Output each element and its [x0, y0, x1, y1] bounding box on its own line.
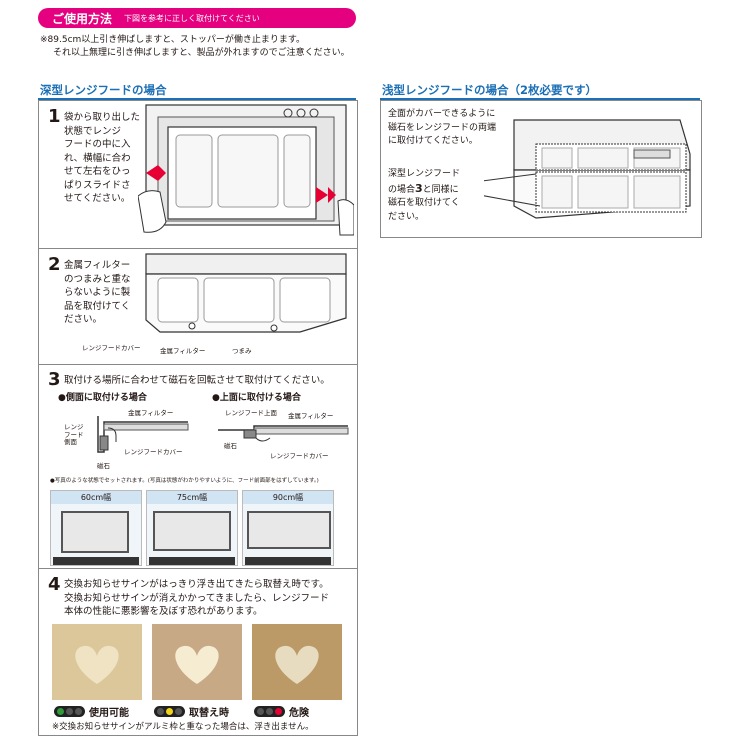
shallow-line: に取付けてください。	[388, 136, 478, 146]
label-metal-filter: 金属フィルター	[160, 347, 206, 355]
photo-75cm: 75cm幅	[146, 490, 238, 566]
width-label-90: 90cm幅	[243, 491, 333, 504]
status-replace: 取替え時	[154, 704, 229, 719]
step-4-text: 交換お知らせサインがはっきり浮き出てきたら取替え時です。 交換お知らせサインが消…	[64, 578, 329, 619]
sign-tile-replace	[152, 624, 242, 700]
shallow-line: 磁石を取付けてく	[388, 198, 460, 208]
top-label-hood-top: レンジフード上面	[225, 409, 277, 417]
photo-note: ●写真のような状態でセットされます。(写真は状態がわかりやすいように、フード前面…	[50, 478, 319, 484]
width-label-75: 75cm幅	[147, 491, 237, 504]
hood-photo	[153, 511, 231, 551]
sign-tile-danger	[252, 624, 342, 700]
shallow-section-rule	[380, 98, 700, 100]
shallow-line: 全面がカバーできるように	[388, 109, 496, 119]
step-1-number: 1	[48, 106, 61, 127]
heart-icon	[175, 645, 219, 684]
step-2-line: らないように製	[64, 287, 131, 298]
signal-icon	[254, 706, 285, 717]
step-2-line: のつまみと重な	[64, 273, 131, 285]
notice: ※89.5cm以上引き伸ばしますと、ストッパーが働き止まります。 それ以上無理に…	[40, 34, 350, 60]
shallow-step-ref: 3	[415, 181, 423, 195]
shallow-illustration	[484, 119, 691, 219]
step-4-line: 交換お知らせサインが消えかかってきましたら、レンジフード	[64, 592, 330, 604]
step-1-line: ぱりスライドさ	[64, 179, 131, 191]
hood-photo	[247, 511, 331, 549]
side-mount-diagram	[97, 416, 189, 453]
step-4-number: 4	[48, 574, 61, 595]
step-1-line: 袋から取り出した	[64, 112, 141, 123]
step-1-line: せてください。	[64, 193, 131, 204]
signal-icon	[54, 706, 85, 717]
side-label-line: フード	[64, 430, 84, 439]
deep-section-rule	[38, 98, 356, 100]
hood-photo-base	[149, 557, 235, 565]
side-mount-title: ●側面に取付ける場合	[58, 393, 147, 403]
step-1-line: フードの中に入	[64, 139, 131, 150]
status-label-usable: 使用可能	[89, 708, 129, 719]
label-knob: つまみ	[232, 347, 252, 355]
step-2-illustration	[145, 253, 347, 333]
width-label-60: 60cm幅	[51, 491, 141, 504]
step-1-illustration	[138, 104, 354, 236]
shallow-line: 深型レンジフード	[388, 169, 461, 179]
photo-60cm: 60cm幅	[50, 490, 142, 566]
step-2-text: 金属フィルター のつまみと重な らないように製 品を取付けてく ださい。	[64, 259, 131, 327]
status-danger: 危険	[254, 704, 309, 719]
step-1-text: 袋から取り出した 状態でレンジ フードの中に入 れ、横幅に合わ せて左右をひっ …	[64, 111, 140, 206]
shallow-section-title: 浅型レンジフードの場合（2枚必要です）	[382, 83, 597, 97]
step-2-line: ださい。	[64, 314, 103, 325]
usage-header-bar: ご使用方法 下図を参考に正しく取付けてください	[38, 8, 356, 28]
shallow-line: 磁石をレンジフードの両端	[388, 122, 497, 133]
usage-title: ご使用方法	[52, 11, 113, 26]
step-3-number: 3	[48, 369, 61, 390]
sign-tile-usable	[52, 624, 142, 700]
hood-photo	[61, 511, 129, 553]
shallow-line: ださい。	[388, 211, 425, 222]
side-label-magnet: 磁石	[97, 462, 110, 470]
step-1-line: せて左右をひっ	[64, 166, 131, 177]
signal-icon	[154, 706, 185, 717]
step-4-line: 交換お知らせサインがはっきり浮き出てきたら取替え時です。	[64, 579, 329, 590]
heart-icon	[275, 645, 319, 684]
step-4-line: 本体の性能に悪影響を及ぼす恐れがあります。	[64, 606, 263, 617]
step-3-text: 取付ける場所に合わせて磁石を回転させて取付けてください。	[64, 375, 330, 386]
photo-90cm: 90cm幅	[242, 490, 334, 566]
shallow-text-2: 深型レンジフード の場合3と同様に 磁石を取付けてく ださい。	[388, 168, 460, 224]
step-1-line: れ、横幅に合わ	[64, 152, 131, 164]
notice-line-1: ※89.5cm以上引き伸ばしますと、ストッパーが働き止まります。	[40, 35, 306, 45]
top-label-cover: レンジフードカバー	[270, 452, 329, 460]
side-label-line: レンジ	[64, 423, 84, 431]
top-mount-title: ●上面に取付ける場合	[212, 393, 301, 403]
step-2-number: 2	[48, 254, 61, 275]
step-4-footnote: ※交換お知らせサインがアルミ枠と重なった場合は、浮き出ません。	[52, 722, 314, 732]
side-label-filter: 金属フィルター	[128, 409, 174, 417]
status-label-replace: 取替え時	[189, 708, 229, 719]
step-2-line: 品を取付けてく	[64, 300, 131, 312]
step-1-line: 状態でレンジ	[64, 125, 122, 137]
shallow-text-fragment: の場合	[388, 184, 416, 195]
top-label-filter: 金属フィルター	[288, 412, 334, 420]
side-label-range-hood-side: レンジ フード 側面	[64, 423, 84, 447]
deep-section-title: 深型レンジフードの場合	[40, 83, 167, 97]
shallow-text-1: 全面がカバーできるように 磁石をレンジフードの両端 に取付けてください。	[388, 108, 496, 149]
hood-photo-base	[245, 557, 331, 565]
heart-icon	[75, 645, 119, 684]
step-2-line: 金属フィルター	[64, 260, 131, 271]
notice-line-2: それ以上無理に引き伸ばしますと、製品が外れますのでご注意ください。	[53, 48, 350, 58]
hood-photo-base	[53, 557, 139, 565]
status-label-danger: 危険	[289, 708, 309, 719]
shallow-text-fragment: と同様に	[422, 184, 459, 195]
top-mount-diagram	[218, 425, 349, 442]
usage-subtitle: 下図を参考に正しく取付けてください	[124, 13, 260, 23]
top-label-magnet: 磁石	[224, 442, 237, 450]
side-label-cover: レンジフードカバー	[124, 448, 183, 456]
status-usable: 使用可能	[54, 704, 129, 719]
label-range-hood-cover: レンジフードカバー	[82, 344, 141, 352]
side-label-line: 側面	[64, 438, 77, 446]
